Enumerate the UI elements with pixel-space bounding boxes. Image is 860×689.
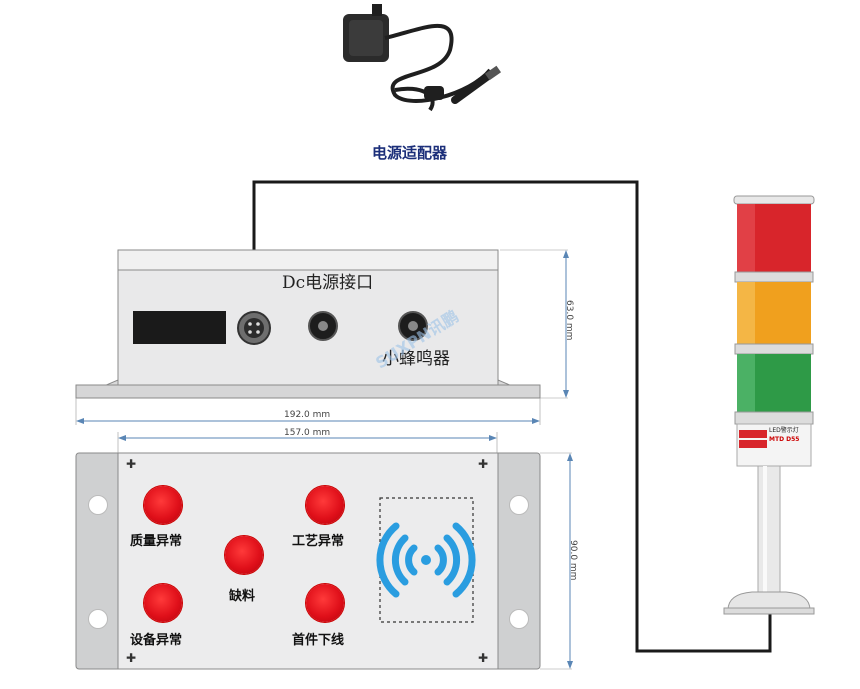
screw-icon: ✚ bbox=[477, 651, 489, 665]
display-window bbox=[133, 311, 226, 344]
equipment-abnormal-button[interactable] bbox=[144, 584, 182, 622]
tower-light-label: LED警示灯 MTD D55 bbox=[739, 426, 809, 444]
material-shortage-button[interactable] bbox=[225, 536, 263, 574]
height-dimension-panel: 90.0 mm bbox=[568, 540, 578, 581]
first-piece-offline-label: 首件下线 bbox=[292, 633, 345, 648]
first-piece-offline-button[interactable] bbox=[306, 584, 344, 622]
width-dimension-192: 192.0 mm bbox=[284, 410, 331, 420]
tower-light bbox=[723, 195, 815, 615]
mount-hole bbox=[88, 609, 108, 629]
buzzer-label: 小蜂鸣器 bbox=[382, 349, 450, 369]
mount-hole bbox=[509, 495, 529, 515]
tower-light-label-line2: MTD D55 bbox=[769, 436, 800, 443]
control-box-top-lid bbox=[117, 249, 499, 271]
tower-light-label-line1: LED警示灯 bbox=[769, 427, 799, 434]
process-abnormal-button[interactable] bbox=[306, 486, 344, 524]
control-box-base bbox=[75, 384, 541, 399]
screw-icon: ✚ bbox=[125, 457, 137, 471]
mount-hole bbox=[509, 609, 529, 629]
process-abnormal-label: 工艺异常 bbox=[292, 534, 345, 549]
screw-icon: ✚ bbox=[477, 457, 489, 471]
dc-power-port-label: Dc电源接口 bbox=[282, 273, 374, 293]
rfid-wave-icon bbox=[376, 522, 476, 598]
height-dimension-top: 63.0 mm bbox=[564, 300, 574, 341]
panel-face bbox=[117, 452, 499, 670]
material-shortage-label: 缺料 bbox=[229, 589, 256, 604]
adapter-caption: 电源适配器 bbox=[372, 144, 448, 162]
screw-icon: ✚ bbox=[125, 651, 137, 665]
mount-hole bbox=[88, 495, 108, 515]
equipment-abnormal-label: 设备异常 bbox=[130, 633, 183, 648]
cable-line bbox=[252, 180, 772, 653]
power-adapter-icon bbox=[343, 4, 502, 112]
quality-abnormal-button[interactable] bbox=[144, 486, 182, 524]
width-dimension-157: 157.0 mm bbox=[284, 428, 331, 438]
quality-abnormal-label: 质量异常 bbox=[130, 534, 183, 549]
